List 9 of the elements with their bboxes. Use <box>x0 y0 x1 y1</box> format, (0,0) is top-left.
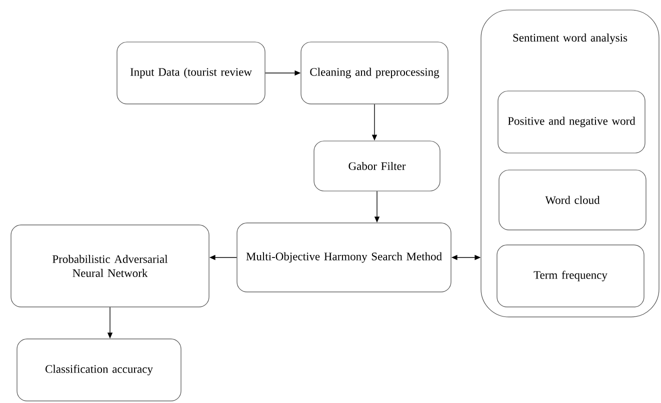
process-box: Classification accuracy <box>16 338 182 402</box>
process-box: Term frequency <box>496 244 644 308</box>
process-box: Cleaning and preprocessing <box>300 42 448 104</box>
process-box: Gabor Filter <box>314 140 440 192</box>
process-box: Word cloud <box>498 170 646 230</box>
process-box: Positive and negative word <box>498 90 646 154</box>
process-box: Input Data (tourist review <box>116 42 266 104</box>
process-box: Probabilistic Adversarial Neural Network <box>10 224 210 308</box>
process-box: Multi-Objective Harmony Search Method <box>236 222 452 292</box>
